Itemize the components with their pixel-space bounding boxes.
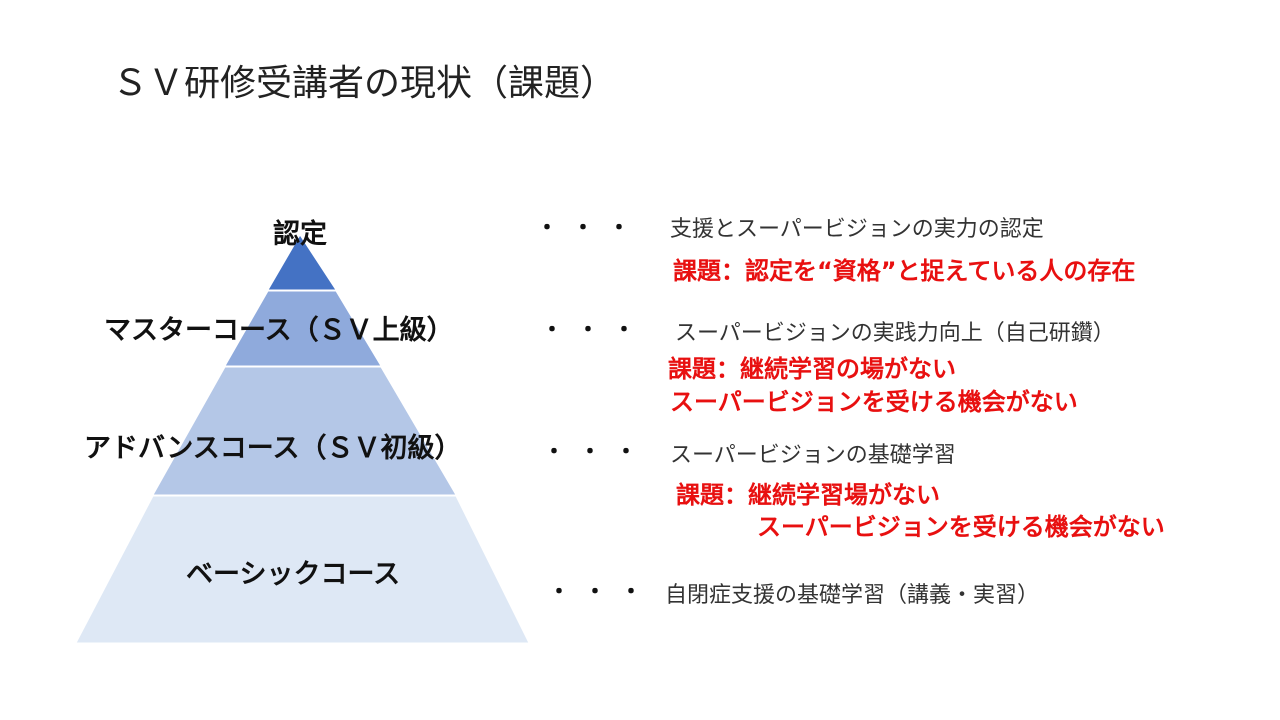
tier-issue-advance: 課題：継続学習場がない xyxy=(676,481,940,509)
tier-description-advance: スーパービジョンの基礎学習 xyxy=(670,443,956,468)
tier-issue-certification: 課題：認定を“資格”と捉えている人の存在 xyxy=(673,257,1136,285)
pyramid-tier-advance xyxy=(152,366,457,496)
tier-description-certification: 支援とスーパービジョンの実力の認定 xyxy=(670,217,1044,242)
pyramid-tier-certification xyxy=(267,234,337,291)
tier-label-advance: アドバンスコース（ＳＶ初級） xyxy=(84,433,462,464)
tier-issue-master: 課題：継続学習の場がない xyxy=(668,355,956,383)
ellipsis-dots: ・・・ xyxy=(536,216,645,241)
tier-issue-advance-2: スーパービジョンを受ける機会がない xyxy=(757,513,1165,541)
page-title: ＳＶ研修受講者の現状（課題） xyxy=(112,63,617,104)
tier-label-master: マスターコース（ＳＶ上級） xyxy=(104,315,454,346)
tier-issue-master-2: スーパービジョンを受ける機会がない xyxy=(670,388,1078,416)
tier-label-certification: 認定 xyxy=(273,219,327,250)
ellipsis-dots: ・・・ xyxy=(548,580,657,605)
ellipsis-dots: ・・・ xyxy=(543,440,652,465)
ellipsis-dots: ・・・ xyxy=(541,318,650,343)
tier-label-basic: ベーシックコース xyxy=(186,559,401,590)
tier-description-basic: 自閉症支援の基礎学習（講義・実習） xyxy=(665,583,1040,608)
pyramid-tier-master xyxy=(224,290,382,367)
pyramid-tier-basic xyxy=(75,495,530,644)
tier-description-master: スーパービジョンの実践力向上（自己研鑽） xyxy=(675,321,1115,346)
